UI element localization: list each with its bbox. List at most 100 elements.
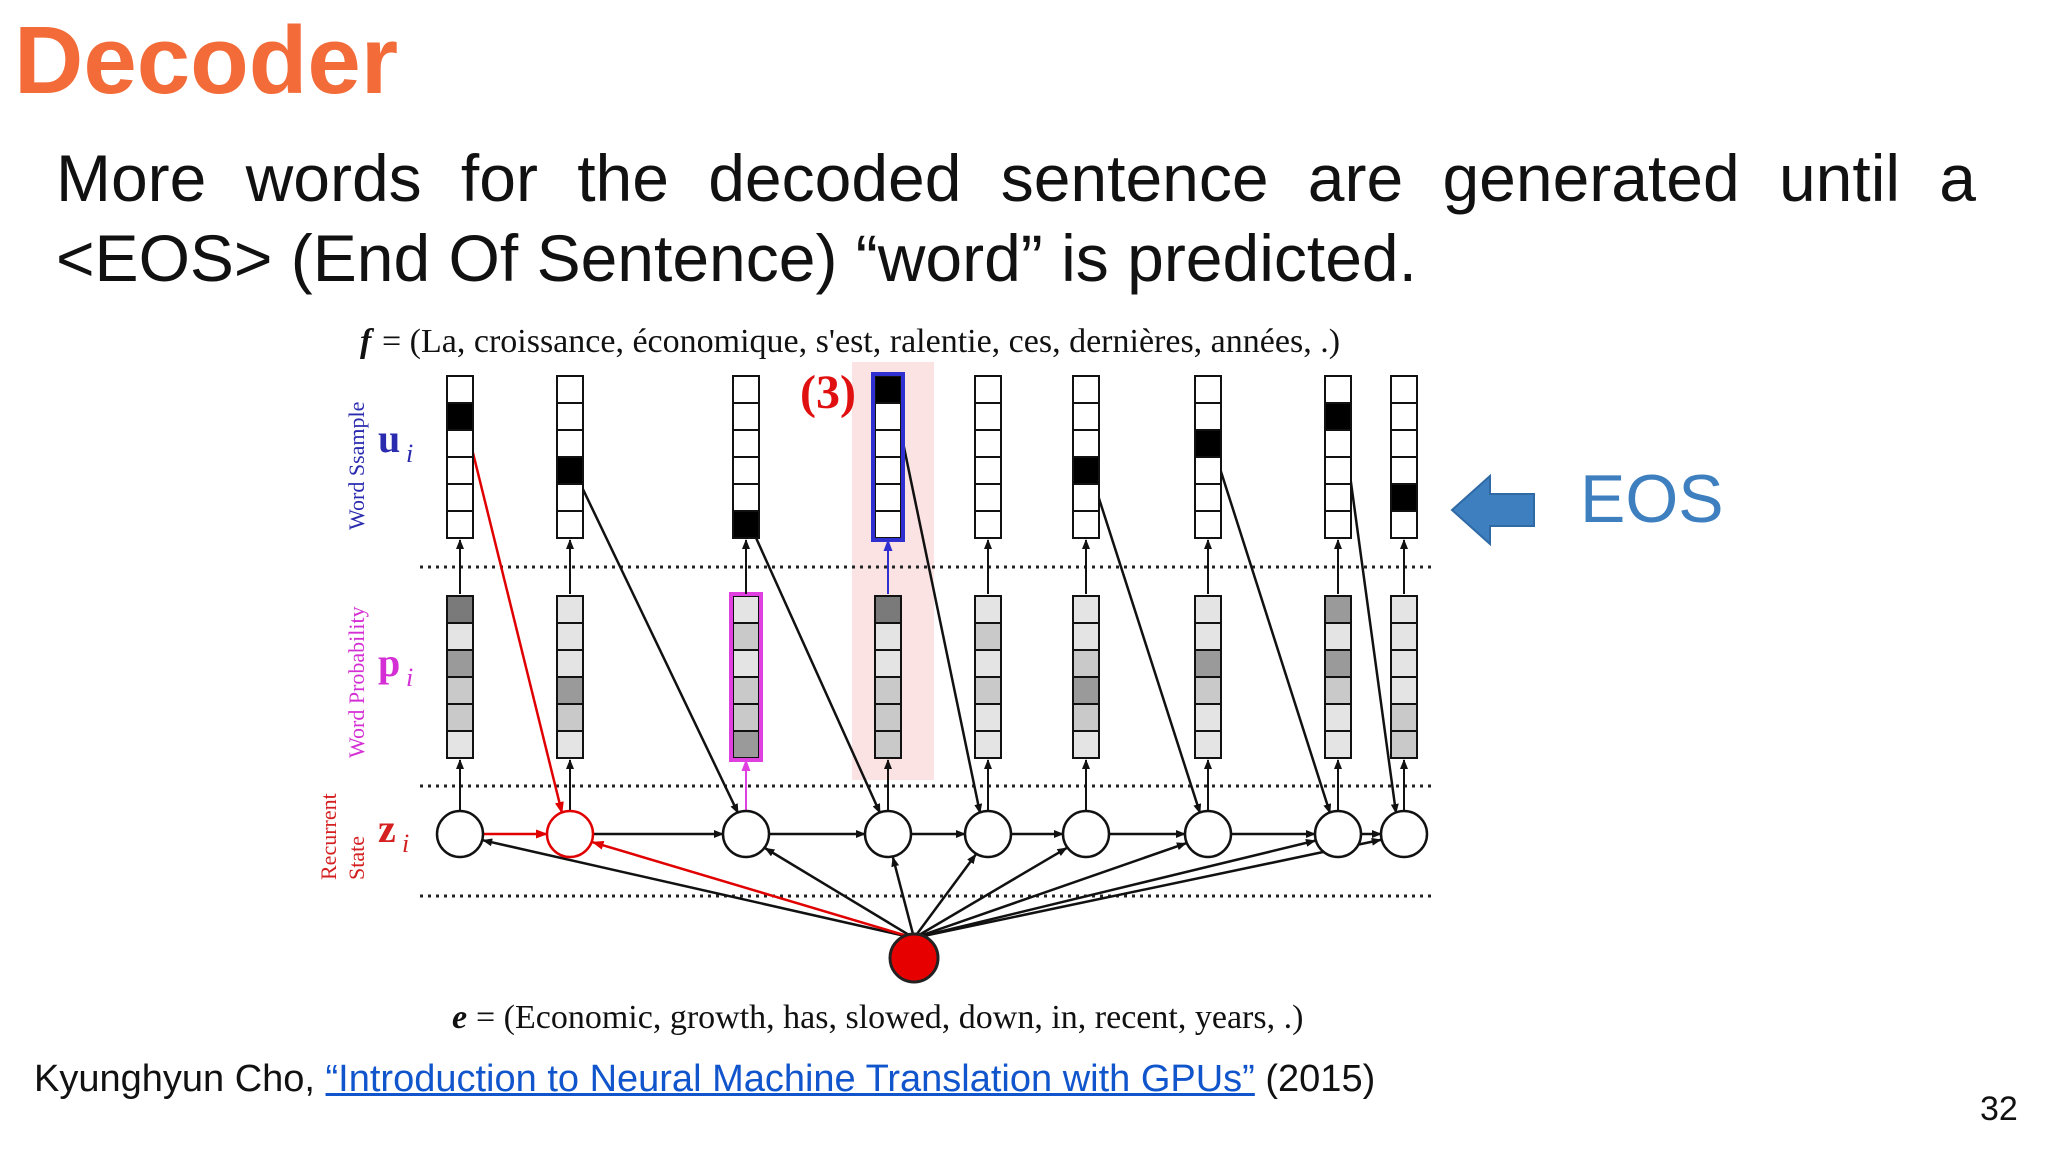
word-sample-cell <box>556 483 584 512</box>
p-subscript: i <box>406 663 413 692</box>
word-sample-cell <box>446 429 474 458</box>
u-symbol: u <box>378 416 400 461</box>
word-probability-cell <box>1072 622 1100 651</box>
word-probability-cell <box>974 622 1002 651</box>
citation-link[interactable]: “Introduction to Neural Machine Translat… <box>325 1058 1255 1100</box>
word-sample-cell <box>1072 429 1100 458</box>
word-sample-cell <box>974 402 1002 431</box>
u-subscript: i <box>406 439 413 468</box>
word-sample-cell <box>446 402 474 431</box>
word-sample-cell <box>874 375 902 404</box>
word-probability-cell <box>1072 730 1100 759</box>
citation: Kyunghyun Cho, “Introduction to Neural M… <box>34 1058 1375 1101</box>
word-sample-cell <box>1072 375 1100 404</box>
word-probability-cell <box>874 730 902 759</box>
word-probability-cell <box>446 649 474 678</box>
word-sample-cell <box>446 456 474 485</box>
word-probability-cell <box>556 649 584 678</box>
word-sample-cell <box>1072 456 1100 485</box>
word-sample-cell <box>874 402 902 431</box>
feedback-arrow <box>462 416 564 814</box>
word-sample-cell <box>1194 402 1222 431</box>
word-sample-cell <box>732 456 760 485</box>
word-probability-cell <box>1390 649 1418 678</box>
word-sample-cell <box>556 375 584 404</box>
word-probability-cell <box>1072 649 1100 678</box>
word-probability-side-label: Word Probability <box>344 606 369 758</box>
word-probability-cell <box>874 703 902 732</box>
f-symbol: f <box>360 323 375 360</box>
word-probability-cell <box>974 703 1002 732</box>
word-sample-cell <box>1194 483 1222 512</box>
word-probability-cell <box>732 676 760 705</box>
word-probability-cell <box>556 703 584 732</box>
word-probability-cell <box>874 649 902 678</box>
word-sample-cell <box>1390 402 1418 431</box>
word-probability-cell <box>1324 730 1352 759</box>
word-probability-cell <box>1390 622 1418 651</box>
word-probability-cell <box>1324 595 1352 624</box>
context-arrow <box>913 842 1187 940</box>
eos-arrow-icon <box>1450 473 1535 547</box>
body-line-1: More words for the decoded sentence are … <box>56 141 1976 215</box>
recurrent-state-node <box>435 809 485 859</box>
word-sample-cell <box>1194 429 1222 458</box>
feedback-arrow <box>1088 470 1202 814</box>
word-probability-cell <box>1194 649 1222 678</box>
word-sample-cell <box>1324 402 1352 431</box>
word-probability-cell <box>732 595 760 624</box>
word-probability-cell <box>732 622 760 651</box>
p-symbol: p <box>378 640 400 685</box>
word-probability-cell <box>1324 649 1352 678</box>
feedback-arrow <box>1210 443 1332 814</box>
word-sample-cell <box>1072 402 1100 431</box>
recurrent-state-node <box>1379 809 1429 859</box>
word-probability-cell <box>1390 676 1418 705</box>
word-sample-cell <box>1324 429 1352 458</box>
word-sample-cell <box>874 510 902 539</box>
recurrent-state-node <box>1061 809 1111 859</box>
context-arrow <box>891 856 916 939</box>
word-probability-cell <box>874 595 902 624</box>
word-sample-cell <box>974 375 1002 404</box>
word-probability-cell <box>446 676 474 705</box>
word-probability-cell <box>446 703 474 732</box>
word-probability-cell <box>446 622 474 651</box>
recurrent-side-label-1: Recurrent <box>316 793 341 880</box>
word-sample-cell <box>1194 375 1222 404</box>
word-sample-cell <box>556 510 584 539</box>
feedback-arrow <box>890 389 983 814</box>
word-probability-cell <box>974 595 1002 624</box>
word-probability-cell <box>732 703 760 732</box>
word-sample-cell <box>446 375 474 404</box>
word-sample-cell <box>1390 429 1418 458</box>
word-probability-cell <box>974 676 1002 705</box>
word-probability-cell <box>1072 703 1100 732</box>
word-sample-cell <box>446 483 474 512</box>
feedback-arrow <box>748 523 882 814</box>
word-probability-cell <box>1390 730 1418 759</box>
word-sample-cell <box>1072 510 1100 539</box>
word-probability-cell <box>732 649 760 678</box>
word-probability-cell <box>732 730 760 759</box>
word-sample-cell <box>1324 483 1352 512</box>
context-arrow <box>482 838 915 940</box>
word-probability-cell <box>874 676 902 705</box>
word-sample-cell <box>732 375 760 404</box>
context-arrow <box>591 840 915 940</box>
word-sample-cell <box>974 456 1002 485</box>
step-marker: (3) <box>800 366 856 419</box>
word-probability-cell <box>1072 676 1100 705</box>
word-sample-cell <box>1194 456 1222 485</box>
slide-title: Decoder <box>14 7 399 114</box>
word-sample-cell <box>1072 483 1100 512</box>
word-sample-cell <box>874 456 902 485</box>
recurrent-side-label-2: State <box>344 836 369 880</box>
word-sample-cell <box>1324 456 1352 485</box>
word-probability-cell <box>1324 676 1352 705</box>
recurrent-state-node <box>863 809 913 859</box>
word-probability-cell <box>556 595 584 624</box>
context-arrow <box>912 853 977 939</box>
word-probability-cell <box>1194 622 1222 651</box>
word-sample-cell <box>1324 510 1352 539</box>
